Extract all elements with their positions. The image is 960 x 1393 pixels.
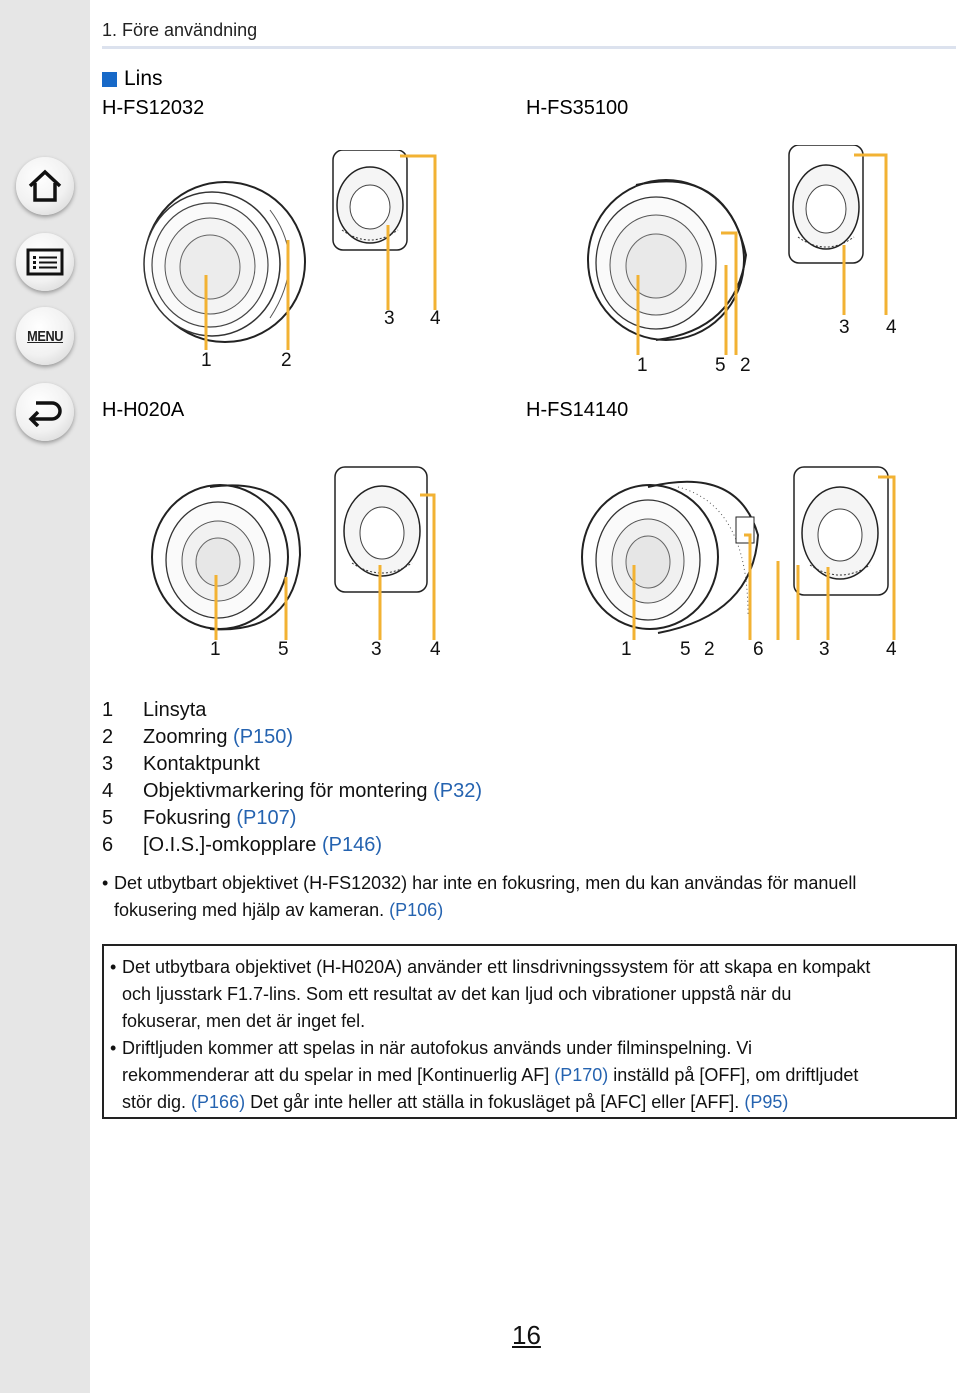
lens-illustration [578, 465, 908, 640]
callout-number: 1 [621, 639, 632, 660]
back-button[interactable] [16, 383, 74, 441]
notice-text: stör dig. [122, 1092, 187, 1112]
section-title-text: Lins [124, 67, 163, 90]
home-button[interactable] [16, 157, 74, 215]
page: 1. Före användning Lins H-FS12032 H-FS35… [90, 0, 960, 1393]
notice-text: och ljusstark F1.7-lins. Som ett resulta… [122, 984, 792, 1004]
lens-illustration [576, 145, 906, 355]
callout-number: 5 [680, 639, 691, 660]
page-reference-link[interactable]: (P170) [554, 1065, 609, 1085]
list-item: 6 [O.I.S.]-omkopplare (P146) [102, 832, 482, 859]
list-item: 1 Linsyta [102, 697, 482, 724]
page-reference-link[interactable]: (P32) [433, 780, 483, 802]
callout-number: 1 [637, 355, 648, 376]
list-item: 2 Zoomring (P150) [102, 724, 482, 751]
callout-number: 4 [430, 308, 441, 329]
back-arrow-icon [28, 401, 62, 427]
callout-number: 2 [281, 350, 292, 371]
page-reference-link[interactable]: (P107) [236, 807, 297, 829]
part-number: 4 [102, 780, 114, 802]
home-icon [28, 169, 62, 202]
page-reference-link[interactable]: (P95) [744, 1092, 789, 1112]
callout-number: 6 [753, 639, 764, 660]
bullet: • [102, 873, 109, 893]
part-label: Kontaktpunkt [143, 753, 260, 775]
part-label: Zoomring [143, 726, 228, 748]
side-navigation: MENU [0, 0, 90, 1393]
menu-label: MENU [27, 327, 63, 345]
menu-button[interactable]: MENU [16, 307, 74, 365]
part-number: 6 [102, 834, 114, 856]
list-item: 3 Kontaktpunkt [102, 751, 482, 778]
callout-number: 2 [740, 355, 751, 376]
callout-number: 3 [819, 639, 830, 660]
list-item: 5 Fokusring (P107) [102, 805, 482, 832]
part-number: 5 [102, 807, 114, 829]
notice-box: • Det utbytbara objektivet (H-H020A) anv… [102, 944, 957, 1119]
part-number: 2 [102, 726, 114, 748]
note-paragraph: • Det utbytbart objektivet (H-FS12032) h… [102, 870, 952, 924]
notice-text: fokuserar, men det är inget fel. [122, 1011, 366, 1031]
callout-number: 3 [839, 317, 850, 338]
part-label: Objektivmarkering för montering [143, 780, 428, 802]
notice-text: Det går inte heller att ställa in fokusl… [250, 1092, 740, 1112]
lens-illustration [130, 150, 460, 350]
page-reference-link[interactable]: (P106) [389, 900, 444, 920]
lens-model-label: H-FS14140 [526, 399, 629, 421]
lens-model-label: H-FS35100 [526, 97, 629, 119]
callout-number: 5 [278, 639, 289, 660]
callout-number: 4 [430, 639, 441, 660]
bullet: • [110, 957, 117, 977]
note-text: Det utbytbart objektivet (H-FS12032) har… [114, 873, 857, 893]
callout-number: 1 [201, 350, 212, 371]
callout-number: 3 [384, 308, 395, 329]
lens-model-label: H-H020A [102, 399, 185, 421]
part-number: 3 [102, 753, 114, 775]
callout-number: 4 [886, 317, 897, 338]
section-title: Lins [102, 67, 163, 91]
page-reference-link[interactable]: (P146) [321, 834, 382, 856]
notice-text: Driftljuden kommer att spelas in när aut… [122, 1038, 752, 1058]
header-divider [102, 46, 956, 49]
contents-button[interactable] [16, 233, 74, 291]
part-label: Fokusring [143, 807, 231, 829]
lens-illustration [150, 465, 450, 640]
note-text: fokusering med hjälp av kameran. [114, 900, 385, 920]
callout-number: 3 [371, 639, 382, 660]
part-label: Linsyta [143, 699, 207, 721]
part-label: [O.I.S.]-omkopplare [143, 834, 317, 856]
running-head: 1. Före användning [102, 20, 258, 40]
callout-number: 5 [715, 355, 726, 376]
page-reference-link[interactable]: (P150) [233, 726, 294, 748]
list-item: 4 Objektivmarkering för montering (P32) [102, 778, 482, 805]
contents-list-icon [26, 248, 64, 276]
notice-text: rekommenderar att du spelar in med [Kont… [122, 1065, 550, 1085]
notice-text: inställd på [OFF], om driftljudet [613, 1065, 859, 1085]
part-number: 1 [102, 699, 114, 721]
page-reference-link[interactable]: (P166) [191, 1092, 246, 1112]
page-number: 16 [512, 1320, 541, 1350]
lens-model-label: H-FS12032 [102, 97, 205, 119]
parts-list: 1 Linsyta 2 Zoomring (P150) 3 Kontaktpun… [102, 697, 482, 859]
section-square-icon [102, 71, 117, 87]
bullet: • [110, 1038, 117, 1058]
callout-number: 2 [704, 639, 715, 660]
callout-number: 1 [210, 639, 221, 660]
callout-number: 4 [886, 639, 897, 660]
notice-text: Det utbytbara objektivet (H-H020A) använ… [122, 957, 871, 977]
